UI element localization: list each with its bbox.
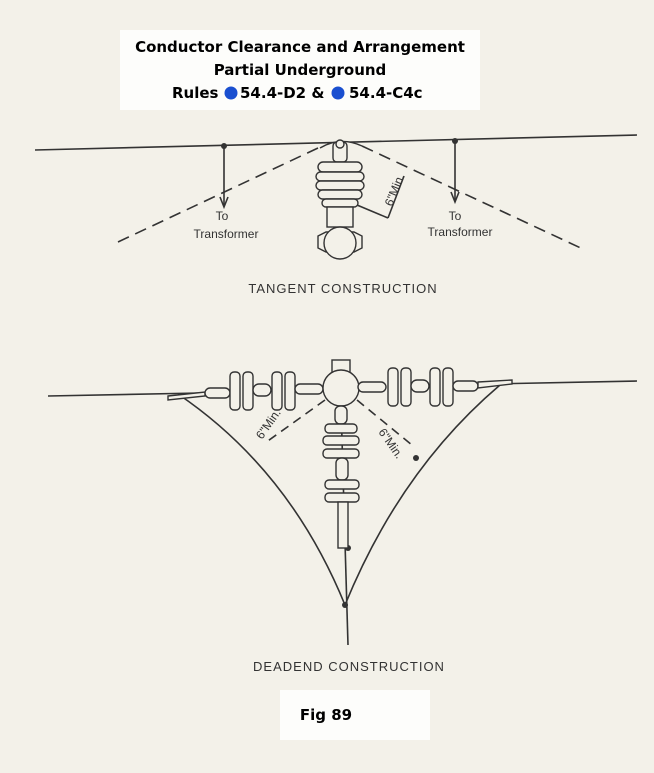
left-to-label: To: [216, 209, 229, 223]
arrow-down-icon: [219, 196, 229, 210]
title-background: [120, 30, 480, 110]
title-rules-prefix: Rules: [172, 84, 219, 102]
title-line-2: Partial Underground: [214, 61, 387, 79]
deadend-construction: 6"Min. 6"Min. DEADEND CONSTRUCTION: [47, 359, 638, 674]
deadend-caption: DEADEND CONSTRUCTION: [253, 659, 445, 674]
left-transformer-label: Transformer: [194, 227, 259, 241]
figure-label: Fig 89: [300, 706, 352, 724]
deadend-clearance-right: 6"Min.: [376, 426, 407, 462]
arrow-down-icon: [450, 191, 460, 205]
title-line-1: Conductor Clearance and Arrangement: [135, 38, 465, 56]
tangent-construction: 6"Min. To Transformer To Transformer TAN…: [34, 134, 638, 296]
right-transformer-label: Transformer: [428, 225, 493, 239]
rule-bullet-icon: [224, 86, 238, 100]
right-to-label: To: [449, 209, 462, 223]
tangent-clearance-label: 6"Min.: [382, 172, 408, 208]
deadend-clearance-left: 6"Min.: [253, 406, 284, 442]
rule-2: 54.4-C4c: [349, 84, 423, 102]
figure-label-background: [280, 690, 430, 740]
deadend-insulator-assembly-icon: [167, 359, 513, 549]
rule-bullet-icon: [331, 86, 345, 100]
tangent-caption: TANGENT CONSTRUCTION: [248, 281, 437, 296]
pin-insulator-icon: [315, 139, 365, 260]
rule-1: 54.4-D2 &: [240, 84, 324, 102]
